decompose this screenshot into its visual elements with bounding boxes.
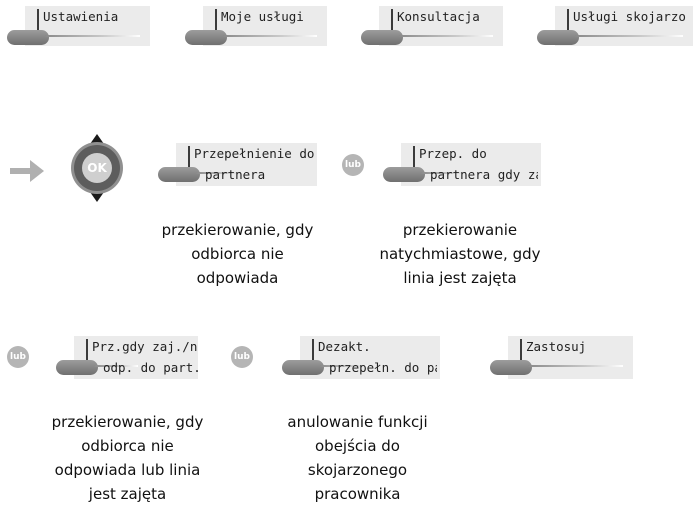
apply-button[interactable]: Zastosuj: [490, 336, 633, 379]
option-przepelnienie-do-partnera[interactable]: Przepełnienie do partnera: [158, 143, 317, 186]
softkey-uslugi-skojarzone[interactable]: Usługi skojarzo: [537, 6, 693, 46]
key-tab: [7, 30, 49, 45]
key-tab: [361, 30, 403, 45]
softkey-label: Ustawienia: [43, 9, 119, 24]
option-line1: Prz.gdy zaj./nie: [92, 339, 198, 354]
option-line2: odp. do part.: [103, 360, 198, 375]
option-line2: partnera gdy za: [430, 167, 538, 182]
or-badge: lub: [231, 346, 253, 368]
option-caption: przekierowanie natychmiastowe, gdy linia…: [379, 221, 541, 287]
key-tab: [185, 30, 227, 45]
softkey-konsultacja[interactable]: Konsultacja: [361, 6, 503, 46]
key-tab: [383, 167, 425, 182]
softkey-ustawienia[interactable]: Ustawienia: [7, 6, 150, 46]
key-tab: [158, 167, 200, 182]
apply-label: Zastosuj: [526, 339, 587, 354]
option-dezakt-przepeln[interactable]: Dezakt. przepełn. do pa: [282, 336, 440, 379]
option-przep-do-partnera-gdy-zajety[interactable]: Przep. do partnera gdy za: [383, 143, 541, 186]
softkey-moje-uslugi[interactable]: Moje usługi: [185, 6, 327, 46]
key-tab: [56, 360, 98, 375]
option-prz-gdy-zaj-nie-odp[interactable]: Prz.gdy zaj./nie odp. do part.: [56, 336, 198, 379]
option-line2: przepełn. do pa: [329, 360, 437, 375]
arrow-right-icon: [10, 160, 44, 182]
softkey-label: Moje usługi: [221, 9, 304, 24]
option-line1: Przepełnienie do: [194, 146, 314, 161]
or-badge: lub: [342, 154, 364, 176]
ok-label: OK: [87, 161, 107, 175]
option-line1: Dezakt.: [318, 339, 371, 354]
option-caption: anulowanie funkcji obejścia do skojarzon…: [287, 413, 428, 503]
softkey-label: Usługi skojarzo: [573, 9, 686, 24]
option-caption: przekierowanie, gdy odbiorca nie odpowia…: [161, 221, 314, 287]
ok-navigator-icon: [71, 134, 123, 202]
key-tab: [537, 30, 579, 45]
softkey-label: Konsultacja: [397, 9, 480, 24]
ok-navigator[interactable]: OK: [61, 132, 133, 204]
key-tab: [490, 360, 532, 375]
or-badge: lub: [7, 346, 29, 368]
key-tab: [282, 360, 324, 375]
option-line1: Przep. do: [419, 146, 487, 161]
option-line2: partnera: [205, 167, 266, 182]
option-caption: przekierowanie, gdy odbiorca nie odpowia…: [51, 413, 204, 503]
